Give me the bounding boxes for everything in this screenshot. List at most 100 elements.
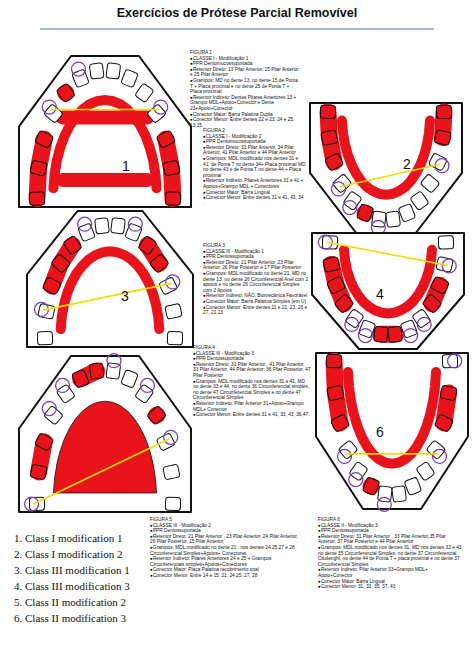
clasp	[448, 354, 462, 368]
missing-tooth	[374, 326, 389, 342]
tooth	[121, 69, 139, 88]
note-item: ●Retentor Indireto: Pilar Anterior 33+Gr…	[318, 567, 463, 578]
note-item: ●Conector Menor: 31, 33, 35, 37, 43	[318, 584, 463, 590]
figure-heading: FIGURA 1	[190, 50, 302, 56]
note-item: ●Retentor Indireto: Pilar Anterior 31+Ap…	[193, 401, 311, 412]
tooth	[72, 69, 90, 88]
clasp	[332, 182, 346, 196]
palatal-bar	[61, 251, 160, 329]
clasp	[42, 100, 56, 114]
tooth	[420, 174, 440, 194]
list-item: 1. Class I modification 1	[14, 530, 184, 546]
note-item: ●Retentor Indireto: Dentes Pilares Anter…	[190, 95, 302, 112]
tooth	[386, 211, 401, 227]
figure-notes: FIGURA 6●CLASSE II - Modificação 3●PPR D…	[318, 517, 463, 590]
fulcrum-line	[340, 164, 441, 187]
note-item: ●Retentor Indireto: Pilares Anteriores 2…	[150, 556, 300, 567]
note-item: ●Retentor Indireto: Pilares Anteriores 3…	[203, 178, 306, 189]
missing-tooth	[326, 276, 345, 294]
clasp	[358, 329, 372, 343]
clasp	[433, 449, 447, 463]
figure-notes: FIGURA 3●CLASSE III - Modificação 1●PPR …	[203, 243, 309, 316]
tooth	[372, 211, 387, 227]
figure-heading: FIGURA 5	[150, 517, 300, 523]
missing-tooth	[330, 414, 349, 432]
missing-tooth	[163, 160, 180, 176]
clasp	[404, 329, 418, 343]
note-item: ●Conector Maior: Barra Palatina Simples …	[203, 299, 309, 305]
list-item: 4. Class III modification 3	[14, 578, 184, 594]
saddle	[357, 204, 374, 221]
fulcrum-line	[346, 453, 438, 455]
missing-tooth	[42, 277, 61, 295]
clasp	[164, 430, 178, 444]
missing-tooth	[51, 254, 71, 274]
clasp	[42, 402, 56, 416]
missing-tooth	[35, 130, 54, 148]
clasp	[377, 497, 391, 511]
tooth	[165, 303, 182, 319]
callout-number: 1	[122, 158, 130, 174]
note-item: ●PPR Dentossuportada	[203, 254, 309, 260]
tooth	[135, 384, 154, 404]
tooth	[56, 384, 75, 404]
note-item: ●Grampos: MDL modificado nos dentes 31 e…	[193, 379, 311, 401]
note-item: ●CLASSE III - Modificação 3	[193, 351, 311, 357]
missing-tooth	[422, 294, 442, 314]
note-item: ●PPR Dentossuportada	[318, 528, 463, 534]
missing-tooth	[156, 130, 175, 148]
fulcrum-line	[34, 439, 169, 504]
page-title: Exercícios de Prótese Parcial Removível	[0, 6, 474, 20]
note-item: ●Conector Maior: Placa Palatina recobrim…	[150, 567, 300, 573]
note-item: ●Grampos: MDL modificado nos dentes 31 e…	[203, 156, 306, 178]
note-item: ●CLASSE I - Modificação 2	[203, 134, 306, 140]
note-item: ●Retentor Direto: 31 Pilar Anterior , 41…	[193, 362, 311, 379]
list-item: 2. Class I modification 2	[14, 546, 184, 562]
figure-heading: FIGURA 2	[203, 128, 306, 134]
missing-tooth	[165, 192, 180, 205]
missing-tooth	[434, 414, 453, 432]
tooth	[165, 497, 180, 510]
tooth	[398, 204, 416, 223]
note-item: ●Conector Menor: Entre 14 e 15, 21, 24,2…	[150, 573, 300, 579]
missing-tooth	[56, 83, 75, 103]
note-item: ●Retentor Direto: 31 Pilar Anterior , 33…	[318, 534, 463, 545]
note-item: ●Conector Menor: Entre dentes 31 e 41, 3…	[193, 412, 311, 418]
tooth	[95, 218, 110, 234]
note-item: ●CLASSE III - Modificação 2	[150, 523, 300, 529]
missing-tooth	[30, 464, 47, 480]
missing-tooth	[324, 153, 343, 171]
missing-tooth	[29, 192, 44, 205]
fulcrum-line	[51, 109, 159, 111]
note-item: ●CLASSE III - Modificação 1	[203, 249, 309, 255]
saddle	[363, 478, 380, 495]
note-item: ●Retentor Direto: 31 Pilar Anterior, 34 …	[203, 145, 306, 156]
list-item: 3. Class III modification 1	[14, 562, 184, 578]
palatal-plate	[53, 401, 156, 493]
clasp	[107, 354, 121, 368]
missing-tooth	[430, 276, 449, 294]
clasp	[154, 100, 168, 114]
palatal-bar	[53, 100, 156, 188]
figure-notes: FIGURA 1●CLASSE I - Modificação 1●PPR De…	[190, 50, 302, 128]
note-item: ●Conector Menor: Entre dentes 11 e 21, 2…	[203, 305, 309, 316]
figure-notes: FIGURA 4●CLASSE III - Modificação 3●PPR …	[193, 345, 311, 418]
list-item: 6. Class II modification 3	[14, 610, 184, 626]
clasp	[166, 275, 180, 289]
callout-number: 3	[121, 288, 129, 304]
note-item: ●Conector Maior: Barra Lingual	[318, 579, 463, 585]
note-item: ●Grampos: MD no dente 13, no dente 15 de…	[190, 78, 302, 95]
note-item: ●Conector Maior: Barra Palatina Dupla	[190, 112, 302, 118]
fulcrum-line	[43, 283, 171, 310]
clasp	[78, 217, 92, 231]
figure-notes: FIGURA 2●CLASSE I - Modificação 2●PPR De…	[203, 128, 306, 206]
callout-number: 4	[376, 286, 384, 302]
missing-tooth	[327, 385, 344, 401]
figure-heading: FIGURA 4	[193, 345, 311, 351]
note-item: ●Retentor Direto: 13 Pilar Anterior, 15 …	[190, 67, 302, 78]
note-item: ●Grampos: MDL modificado no dente 21, MD…	[203, 271, 309, 293]
tooth	[167, 331, 182, 344]
note-item: ●CLASSE I - Modificação 1	[190, 56, 302, 62]
tooth	[404, 477, 422, 496]
figure-heading: FIGURA 3	[203, 243, 309, 249]
